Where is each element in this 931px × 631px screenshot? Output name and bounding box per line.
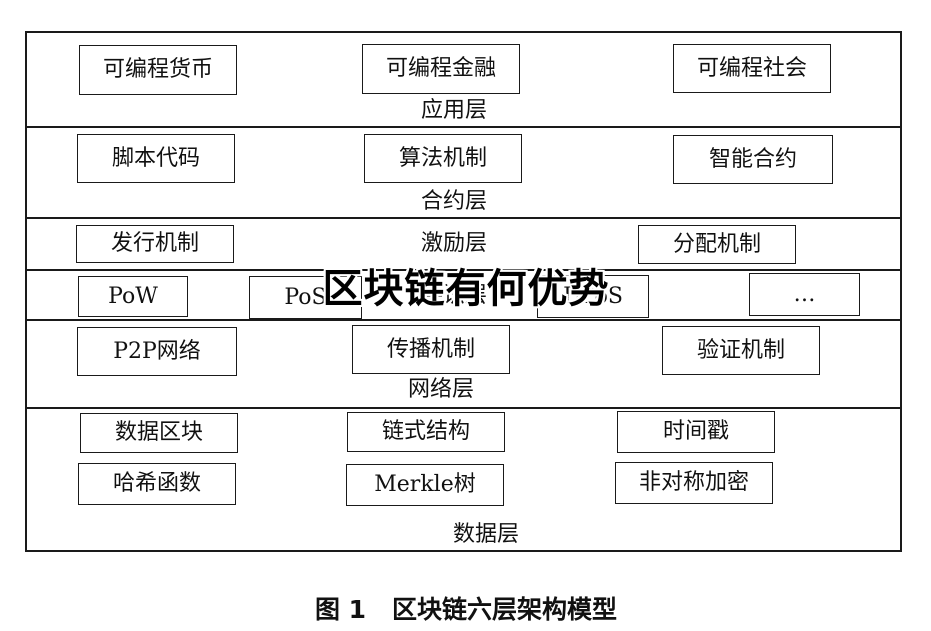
incentive-item: 发行机制 xyxy=(76,225,234,263)
figure-caption: 图 1 区块链六层架构模型 xyxy=(315,590,617,626)
contract-item: 脚本代码 xyxy=(77,134,235,183)
consensus-item: PoS xyxy=(249,276,362,319)
figure-title: 区块链六层架构模型 xyxy=(392,595,618,624)
layer-separator xyxy=(27,217,900,219)
data-item: 链式结构 xyxy=(347,412,505,452)
incentive-item: 分配机制 xyxy=(638,225,796,264)
consensus-layer-label: 共识层 xyxy=(420,283,488,308)
network-layer-label: 网络层 xyxy=(407,377,475,402)
incentive-layer-label: 激励层 xyxy=(420,231,488,256)
network-item: 验证机制 xyxy=(662,326,820,375)
layer-separator xyxy=(27,407,900,409)
application-layer-label: 应用层 xyxy=(420,98,488,123)
figure-number: 图 1 xyxy=(314,595,367,624)
data-item: 数据区块 xyxy=(80,413,238,453)
consensus-item: … xyxy=(749,273,860,316)
consensus-item: PoW xyxy=(78,276,188,317)
contract-item: 智能合约 xyxy=(673,135,833,184)
data-item: 时间戳 xyxy=(617,411,775,453)
watermark-overlay: 区块链有何优势 xyxy=(322,266,610,312)
contract-layer-label: 合约层 xyxy=(420,189,488,214)
network-item: P2P网络 xyxy=(77,327,237,376)
data-item: 哈希函数 xyxy=(78,463,236,505)
consensus-item: DPoS xyxy=(537,275,649,318)
data-item: 非对称加密 xyxy=(615,462,773,504)
network-item: 传播机制 xyxy=(352,325,510,374)
layer-separator xyxy=(27,126,900,128)
layer-separator xyxy=(27,319,900,321)
application-item: 可编程金融 xyxy=(362,44,520,94)
application-item: 可编程社会 xyxy=(673,44,831,93)
contract-item: 算法机制 xyxy=(364,134,522,183)
application-item: 可编程货币 xyxy=(79,45,237,95)
data-item: Merkle树 xyxy=(346,464,504,506)
blockchain-six-layer-diagram: 可编程货币 可编程金融 可编程社会 应用层 脚本代码 算法机制 智能合约 合约层… xyxy=(25,31,902,552)
layer-separator xyxy=(27,269,900,271)
data-layer-label: 数据层 xyxy=(452,522,520,547)
